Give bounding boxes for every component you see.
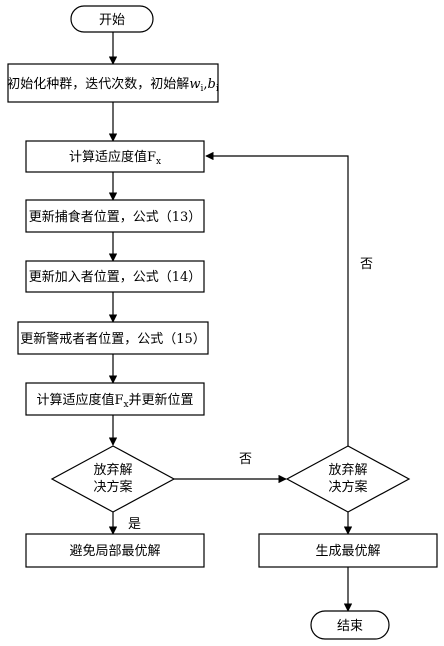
decision2-label-line1: 放弃解 — [328, 463, 367, 478]
generate-best-label: 生成最优解 — [315, 544, 380, 559]
edge-label-yes: 是 — [128, 517, 141, 532]
guard-process — [17, 321, 209, 355]
joiner-process — [25, 260, 205, 293]
decision2-diamond — [285, 445, 411, 513]
fitness-process — [25, 140, 205, 173]
start-label: 开始 — [99, 13, 125, 28]
end-label: 结束 — [337, 619, 363, 634]
decision1-diamond — [50, 445, 176, 513]
init-label: 初始化种群，迭代次数，初始解wi,bi — [7, 76, 219, 94]
decision1-label-line1: 放弃解 — [93, 463, 132, 478]
generate-best-process — [258, 533, 438, 568]
predator-label: 更新捕食者位置，公式（13） — [29, 209, 202, 225]
edge-decision2-loop — [205, 151, 349, 446]
avoid-local-label: 避免局部最优解 — [69, 544, 160, 559]
fitness-update-label: 计算适应度值Fx并更新位置 — [36, 392, 193, 410]
edge-label-no-right: 否 — [239, 452, 252, 467]
predator-process — [25, 199, 205, 233]
avoid-local-process — [25, 533, 205, 568]
fitness-label: 计算适应度值Fx — [69, 149, 161, 167]
fitness-update-process — [25, 382, 205, 416]
init-process — [7, 63, 219, 103]
joiner-label: 更新加入者位置，公式（14） — [29, 269, 202, 285]
decision1-label-line2: 决方案 — [93, 479, 132, 495]
end-terminal — [310, 610, 390, 640]
edge-label-no-loop: 否 — [360, 257, 373, 272]
decision2-label-line2: 决方案 — [328, 479, 367, 495]
guard-label: 更新警戒者者位置，公式（15） — [20, 331, 206, 347]
start-terminal — [70, 5, 154, 33]
